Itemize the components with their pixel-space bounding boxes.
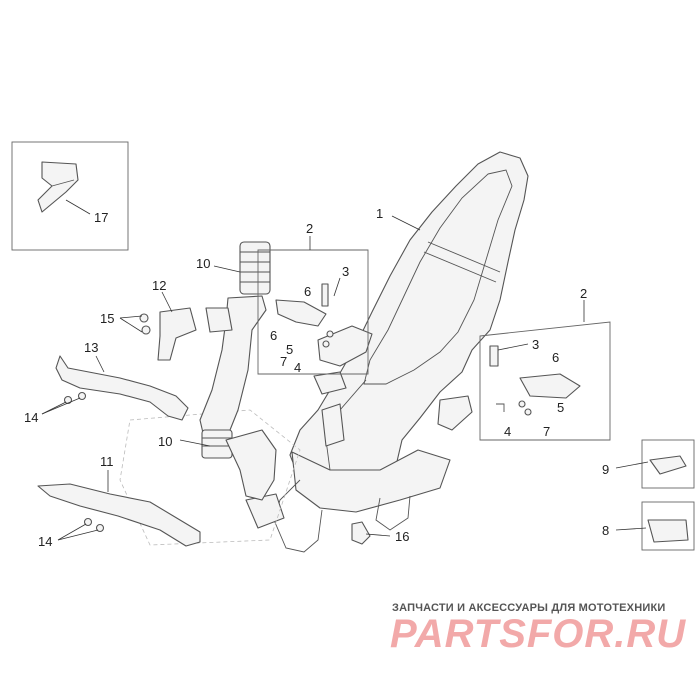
callout-5-left: 5: [286, 342, 293, 357]
watermark-brand: PARTSFOR.RU: [390, 612, 687, 656]
detail-box-left-part-2: [257, 249, 369, 375]
callout-5-right: 5: [557, 400, 564, 415]
callout-3-right: 3: [532, 337, 539, 352]
callout-10-top: 10: [196, 256, 210, 271]
callout-15: 15: [100, 311, 114, 326]
callout-3-left: 3: [342, 264, 349, 279]
callout-17: 17: [94, 210, 108, 225]
callout-4-left: 4: [294, 360, 301, 375]
inset-box-part-17: [11, 141, 129, 251]
watermark-tagline: ЗАПЧАСТИ И АКСЕССУАРЫ ДЛЯ МОТОТЕХНИКИ: [392, 602, 666, 614]
callout-11: 11: [100, 454, 114, 469]
callout-16: 16: [395, 529, 409, 544]
callout-12: 12: [152, 278, 166, 293]
callout-2-right: 2: [580, 286, 587, 301]
bracket-part-12: [157, 307, 197, 361]
bolts-part-15: [139, 313, 151, 335]
main-frame-part-1: [245, 151, 529, 553]
part-9-box: [641, 439, 695, 489]
callout-labels: 1 2 2 3 3 6 6 6 5 5 7 7 4 4 10 10 12 13 …: [24, 206, 609, 549]
callout-9: 9: [602, 462, 609, 477]
detail-box-right-part-2: [479, 321, 611, 441]
bolts-part-14-lower: [83, 517, 105, 533]
callout-6-right: 6: [552, 350, 559, 365]
clip-part-16: [351, 521, 371, 545]
stand-bar-part-13: [55, 355, 189, 421]
callout-2-left: 2: [306, 221, 313, 236]
callout-14-upper: 14: [24, 410, 38, 425]
part-8-box: [641, 501, 695, 551]
callout-6-left-top: 6: [304, 284, 311, 299]
shock-absorber-part-10: [199, 241, 277, 501]
callout-1: 1: [376, 206, 383, 221]
bolts-part-14-upper: [63, 391, 87, 405]
callout-7-left: 7: [280, 354, 287, 369]
callout-7-right: 7: [543, 424, 550, 439]
lower-bar-part-11: [37, 483, 201, 547]
footboard-outline: [119, 409, 301, 546]
callout-4-right: 4: [504, 424, 511, 439]
leader-lines: [41, 215, 649, 541]
callout-6-left: 6: [270, 328, 277, 343]
callout-14-lower: 14: [38, 534, 52, 549]
callout-13: 13: [84, 340, 98, 355]
callout-10-bottom: 10: [158, 434, 172, 449]
callout-8: 8: [602, 523, 609, 538]
